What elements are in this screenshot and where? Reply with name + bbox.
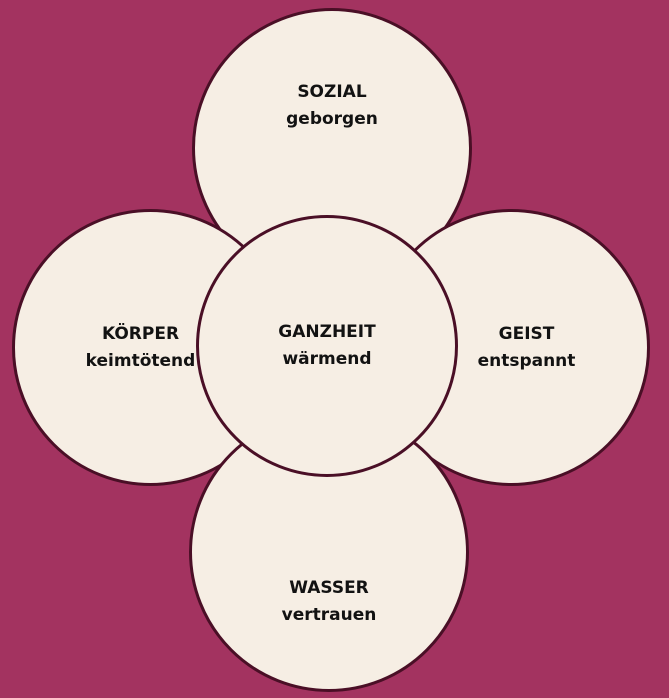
circle-title: GEIST xyxy=(498,323,555,344)
circle-wasser-label: WASSER vertrauen xyxy=(282,575,377,629)
circle-geist-label: GEIST entspannt xyxy=(478,321,576,375)
circle-ganzheit-center: GANZHEIT wärmend xyxy=(196,215,458,477)
circle-title: WASSER xyxy=(289,578,369,598)
circle-title: KÖRPER xyxy=(101,323,180,344)
circle-subtitle: wärmend xyxy=(282,349,372,369)
circle-subtitle: geborgen xyxy=(286,109,378,129)
circle-subtitle: keimtötend xyxy=(85,350,196,371)
circle-subtitle: vertrauen xyxy=(281,605,377,625)
circle-sozial-label: SOZIAL geborgen xyxy=(286,79,378,133)
circle-title: SOZIAL xyxy=(297,82,367,102)
circle-title: GANZHEIT xyxy=(278,322,376,342)
circle-subtitle: entspannt xyxy=(477,350,576,371)
circle-ganzheit-label: GANZHEIT wärmend xyxy=(278,319,375,373)
circle-koerper-label: KÖRPER keimtötend xyxy=(86,321,196,375)
